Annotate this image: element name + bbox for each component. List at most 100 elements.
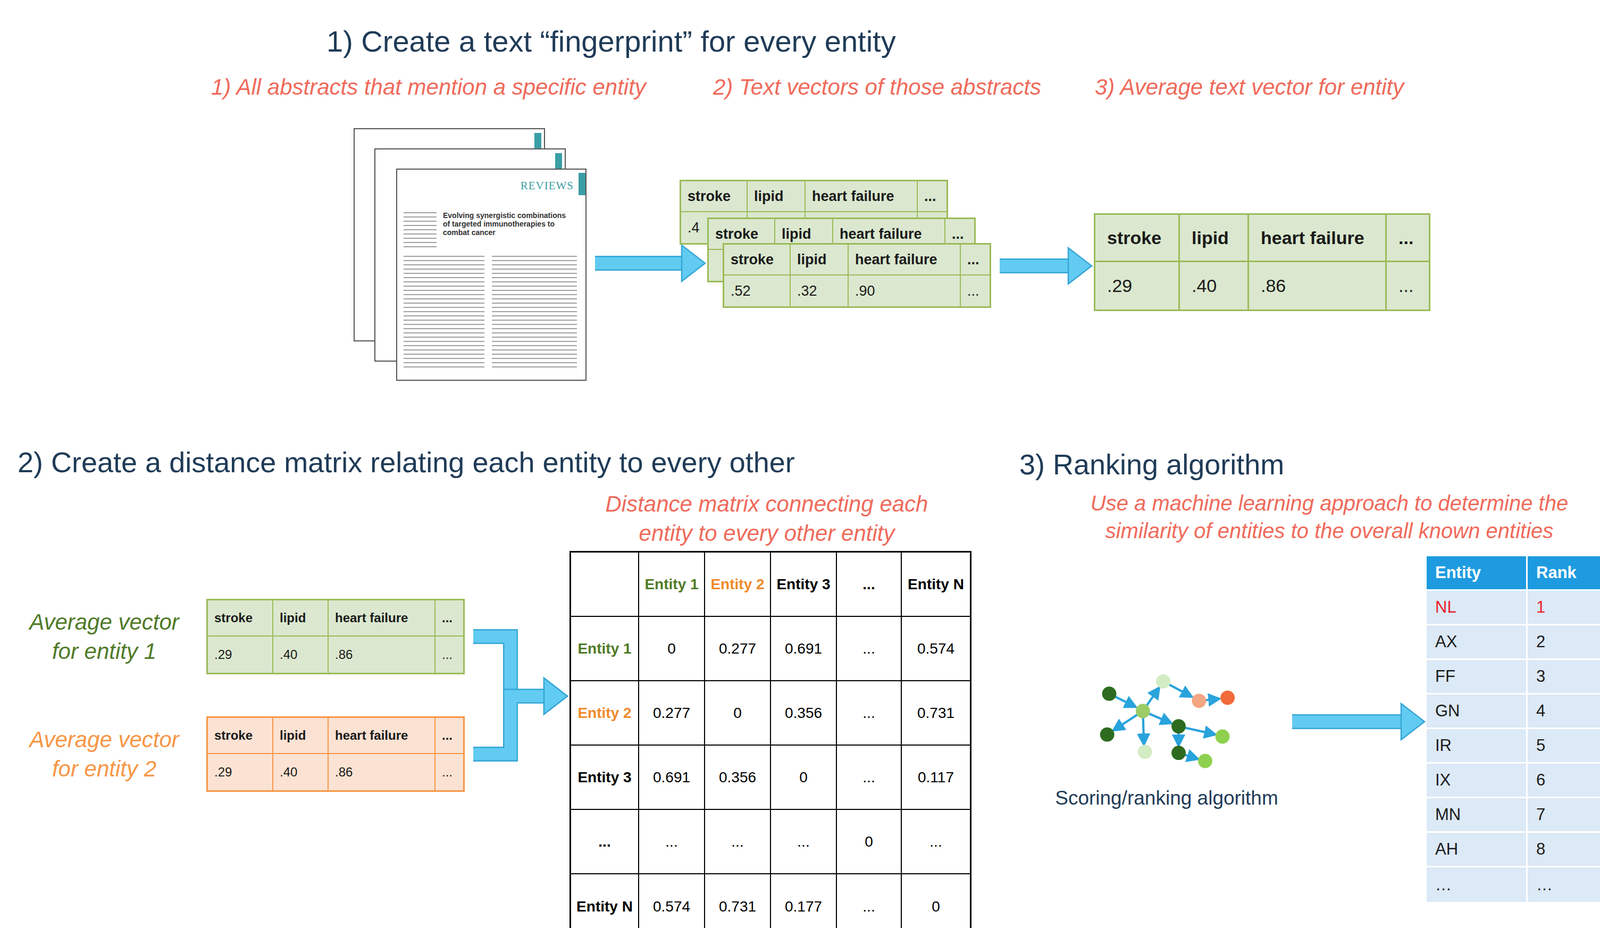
table-node: strokelipidheart failure....52.32.90... <box>722 243 992 308</box>
matrix-text: 0.691 <box>784 640 823 658</box>
step-caption: 2) Text vectors of those abstracts <box>713 74 1042 100</box>
matrix-text: ... <box>598 833 611 851</box>
arrow-head <box>681 245 706 282</box>
rank-cell: IX <box>1426 763 1528 799</box>
vector-text: .4 <box>687 219 700 237</box>
matrix-cell: ... <box>836 616 902 682</box>
rank-cell: 6 <box>1527 763 1600 799</box>
arrow-shaft-edge <box>473 696 546 755</box>
vector-cell: .86 <box>328 636 436 673</box>
rank-cell: IR <box>1426 729 1528 764</box>
vector-text: stroke <box>687 188 731 205</box>
arrow-shaft <box>1292 715 1403 728</box>
vector-cell: heart failure <box>805 181 918 213</box>
vector-cell: .52 <box>724 275 791 307</box>
vector-cell: stroke <box>207 600 274 637</box>
label-box: 2) Text vectors of those abstracts <box>713 74 1042 100</box>
vector-text: .40 <box>1191 275 1217 297</box>
graph-icon <box>1100 674 1235 769</box>
matrix-text: Entity N <box>576 898 633 916</box>
arrow-shaft <box>595 257 683 270</box>
matrix-cell: ... <box>901 809 970 875</box>
matrix-cell: 0.277 <box>705 616 772 682</box>
rank-text: 5 <box>1536 735 1546 756</box>
vector-cell: stroke <box>724 244 791 276</box>
vector-cell: .32 <box>790 275 849 307</box>
rank-cell: Entity <box>1426 556 1528 591</box>
matrix-cell: Entity 3 <box>571 745 640 810</box>
algorithm-label-box: Scoring/ranking algorithm <box>1049 786 1284 810</box>
matrix-cell: ... <box>705 809 772 875</box>
label-box: 1) Create a text “fingerprint” for every… <box>326 23 896 59</box>
matrix-cell: 0.117 <box>901 745 970 810</box>
flow-arrow <box>1292 703 1425 740</box>
rank-text: AH <box>1435 839 1459 859</box>
table-heading-box: Average vector for entity 1 <box>16 607 192 666</box>
text-lines <box>403 212 437 250</box>
vector-text: heart failure <box>839 225 923 243</box>
vector-cell: stroke <box>207 717 274 755</box>
rank-cell: AX <box>1426 625 1528 660</box>
rank-text: … <box>1435 875 1452 895</box>
matrix-cell: Entity 2 <box>571 681 640 746</box>
matrix-text: 0.277 <box>652 704 691 722</box>
journal-name-box: REVIEWS <box>520 179 574 193</box>
matrix-cell: 0.574 <box>639 874 706 928</box>
vector-text: ... <box>951 225 965 243</box>
rank-text: … <box>1536 875 1553 895</box>
matrix-text: 0 <box>733 704 742 722</box>
matrix-text: 0.356 <box>718 768 757 786</box>
vector-cell: lipid <box>747 181 806 213</box>
arrow-shaft-edge <box>1292 714 1403 730</box>
rank-text: 2 <box>1536 632 1546 652</box>
matrix-cell: Entity N <box>571 874 640 928</box>
vector-text: ... <box>967 251 980 268</box>
vector-text: lipid <box>781 225 812 243</box>
rank-text: Rank <box>1536 563 1577 583</box>
rank-cell: 5 <box>1527 729 1600 764</box>
vector-text: .86 <box>1260 275 1286 297</box>
label-box: 1) All abstracts that mention a specific… <box>211 74 647 100</box>
algorithm-label: Scoring/ranking algorithm <box>1049 786 1284 810</box>
matrix-text: ... <box>665 833 678 851</box>
matrix-cell: 0 <box>639 616 706 682</box>
vector-cell: .29 <box>207 754 274 791</box>
matrix-cell: 0.691 <box>639 745 706 810</box>
vector-text: ... <box>924 188 937 205</box>
matrix-cell <box>571 552 640 617</box>
vector-cell: ... <box>435 600 464 637</box>
vector-cell: .40 <box>273 636 329 673</box>
matrix-text: Entity 1 <box>644 575 699 593</box>
arrow-head <box>543 677 568 715</box>
matrix-text: 0.356 <box>784 704 823 722</box>
vector-cell: ... <box>960 275 990 307</box>
vector-text: .40 <box>279 764 298 780</box>
matrix-text: 0 <box>667 640 676 658</box>
vector-text: heart failure <box>334 610 408 626</box>
vector-text: ... <box>967 282 980 300</box>
matrix-text: Entity 3 <box>776 575 831 593</box>
vector-cell: stroke <box>1095 214 1180 263</box>
step-caption: 1) All abstracts that mention a specific… <box>211 74 647 100</box>
arrow-shaft <box>473 636 546 697</box>
rank-cell: 8 <box>1527 832 1600 868</box>
label-box: 2) Create a distance matrix relating eac… <box>17 445 795 479</box>
matrix-cell: 0 <box>771 745 837 810</box>
matrix-cell: ... <box>836 874 902 928</box>
table-node: Entity 1 Entity 2 Entity 3... Entity N Entit… <box>569 550 972 928</box>
step-caption: Use a machine learning approach to deter… <box>1061 489 1597 545</box>
vector-cell: lipid <box>790 244 849 276</box>
rank-text: 6 <box>1536 770 1546 790</box>
vector-cell: ... <box>435 717 464 755</box>
matrix-text: Entity 3 <box>577 768 632 786</box>
journal-bar <box>578 172 586 196</box>
vector-cell: .29 <box>1095 262 1180 310</box>
arrow-shaft-edge <box>595 255 683 271</box>
matrix-text: Entity 1 <box>577 640 632 658</box>
vector-text: heart failure <box>334 727 408 743</box>
label-box: Use a machine learning approach to deter… <box>1061 489 1597 545</box>
table-node: strokelipidheart failure....29.40.86... <box>1093 213 1431 312</box>
matrix-cell: 0 <box>705 681 772 746</box>
vector-cell: .29 <box>207 636 274 673</box>
matrix-text: ... <box>929 833 942 851</box>
